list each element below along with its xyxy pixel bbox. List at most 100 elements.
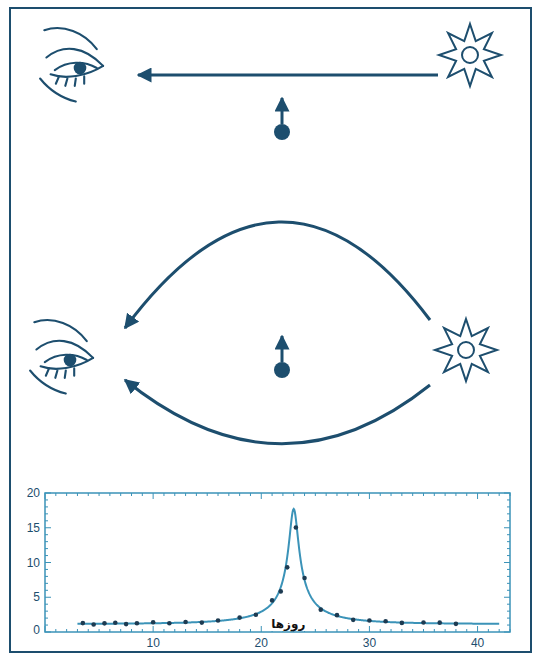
y-tick-label: 5	[33, 590, 40, 604]
axis-tick	[326, 629, 327, 632]
axis-tick	[45, 548, 48, 549]
bent-light-ray	[125, 380, 430, 444]
axis-tick	[315, 629, 316, 632]
axis-tick	[45, 513, 48, 514]
axis-tick	[507, 520, 510, 521]
axis-tick	[401, 629, 402, 632]
axis-tick	[239, 629, 240, 632]
axis-tick	[507, 625, 510, 626]
axis-tick	[45, 527, 51, 528]
data-point	[400, 621, 405, 626]
data-point	[135, 621, 140, 626]
eye-stroke	[34, 320, 86, 341]
axis-tick	[507, 604, 510, 605]
data-point	[278, 589, 283, 594]
axis-tick	[250, 629, 251, 632]
axis-tick	[228, 493, 229, 496]
axis-tick	[120, 629, 121, 632]
axis-tick	[45, 555, 48, 556]
axis-tick	[153, 626, 154, 632]
data-point	[81, 621, 86, 626]
axis-tick	[45, 576, 48, 577]
star-core	[462, 47, 478, 63]
axis-tick	[282, 493, 283, 496]
axis-tick	[499, 629, 500, 632]
star-outline	[435, 319, 497, 381]
data-point	[270, 598, 275, 603]
axis-tick	[507, 534, 510, 535]
eye-symbol	[30, 320, 93, 393]
axis-tick	[391, 493, 392, 496]
axis-tick	[250, 493, 251, 496]
data-point	[183, 620, 188, 625]
axis-tick	[304, 493, 305, 496]
axis-tick	[466, 629, 467, 632]
axis-tick	[45, 520, 48, 521]
axis-tick	[218, 493, 219, 496]
data-point	[437, 620, 442, 625]
axis-tick	[45, 493, 46, 499]
axis-tick	[488, 629, 489, 632]
axis-tick	[507, 513, 510, 514]
data-point	[421, 620, 426, 625]
axis-tick	[185, 629, 186, 632]
axis-tick	[477, 493, 478, 499]
axis-tick	[504, 493, 510, 494]
axis-tick	[293, 493, 294, 496]
y-tick-label: 0	[33, 623, 40, 637]
light-ray	[138, 74, 438, 77]
data-point	[351, 618, 356, 623]
axis-tick	[66, 493, 67, 496]
eye-stroke	[40, 79, 76, 102]
frame-border	[10, 8, 531, 652]
axis-tick	[477, 626, 478, 632]
motion-arrow	[281, 336, 284, 362]
axis-tick	[196, 493, 197, 496]
axis-unit-label: روزها	[268, 617, 308, 631]
axis-tick	[336, 629, 337, 632]
axis-tick	[45, 590, 48, 591]
axis-tick	[45, 626, 46, 632]
axis-tick	[347, 493, 348, 496]
x-tick-label: 20	[255, 636, 268, 650]
eye-iris	[64, 354, 77, 367]
axis-tick	[99, 493, 100, 496]
axis-tick	[499, 493, 500, 496]
axis-tick	[45, 493, 51, 494]
axis-tick	[77, 629, 78, 632]
axis-tick	[45, 541, 48, 542]
axis-tick	[45, 569, 48, 570]
axis-tick	[174, 493, 175, 496]
data-point	[367, 618, 372, 623]
data-point	[91, 622, 96, 627]
y-tick-label: 15	[27, 521, 40, 535]
axis-tick	[45, 534, 48, 535]
x-tick-label: 40	[471, 636, 484, 650]
motion-arrow	[281, 98, 284, 124]
axis-tick	[504, 632, 510, 633]
axis-tick	[445, 493, 446, 496]
data-point	[302, 576, 307, 581]
axis-tick	[163, 629, 164, 632]
data-point	[383, 619, 388, 624]
axis-tick	[412, 629, 413, 632]
data-point	[151, 620, 156, 625]
axis-tick	[466, 493, 467, 496]
axis-tick	[380, 493, 381, 496]
plot-frame	[45, 493, 510, 632]
eye-stroke	[56, 76, 84, 85]
data-point	[167, 621, 172, 626]
axis-tick	[423, 629, 424, 632]
x-tick-label: 30	[363, 636, 376, 650]
axis-tick	[347, 629, 348, 632]
axis-tick	[358, 629, 359, 632]
light-curve-chart	[45, 493, 510, 632]
eye-symbol	[40, 28, 103, 101]
axis-tick	[99, 629, 100, 632]
axis-tick	[391, 629, 392, 632]
data-point	[216, 618, 221, 623]
y-tick-label: 20	[27, 486, 40, 500]
